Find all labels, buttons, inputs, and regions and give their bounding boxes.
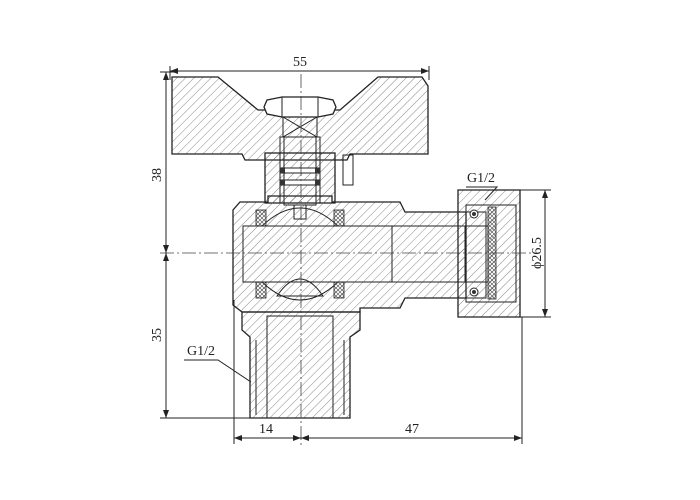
svg-text:47: 47 xyxy=(405,422,419,437)
svg-text:55: 55 xyxy=(293,55,307,70)
hex-nut xyxy=(263,96,337,138)
dimension-width: 55 xyxy=(169,55,430,80)
butterfly-handle xyxy=(171,76,429,161)
svg-text:14: 14 xyxy=(259,422,273,437)
svg-text:35: 35 xyxy=(150,328,165,342)
svg-text:G1/2: G1/2 xyxy=(467,171,495,186)
union-nut xyxy=(457,189,521,318)
dimension-nut-diameter: ϕ26.5 xyxy=(520,189,551,318)
outlet-thread-label: G1/2 xyxy=(466,171,499,201)
svg-text:38: 38 xyxy=(150,168,165,182)
inlet-thread-label: G1/2 xyxy=(184,344,252,383)
dimension-heights: 38 35 xyxy=(150,71,252,419)
valve-body xyxy=(232,195,467,313)
svg-text:G1/2: G1/2 xyxy=(187,344,215,359)
dimension-bottom: 14 47 xyxy=(233,300,523,444)
ball xyxy=(255,207,345,301)
svg-text:ϕ26.5: ϕ26.5 xyxy=(530,237,545,269)
